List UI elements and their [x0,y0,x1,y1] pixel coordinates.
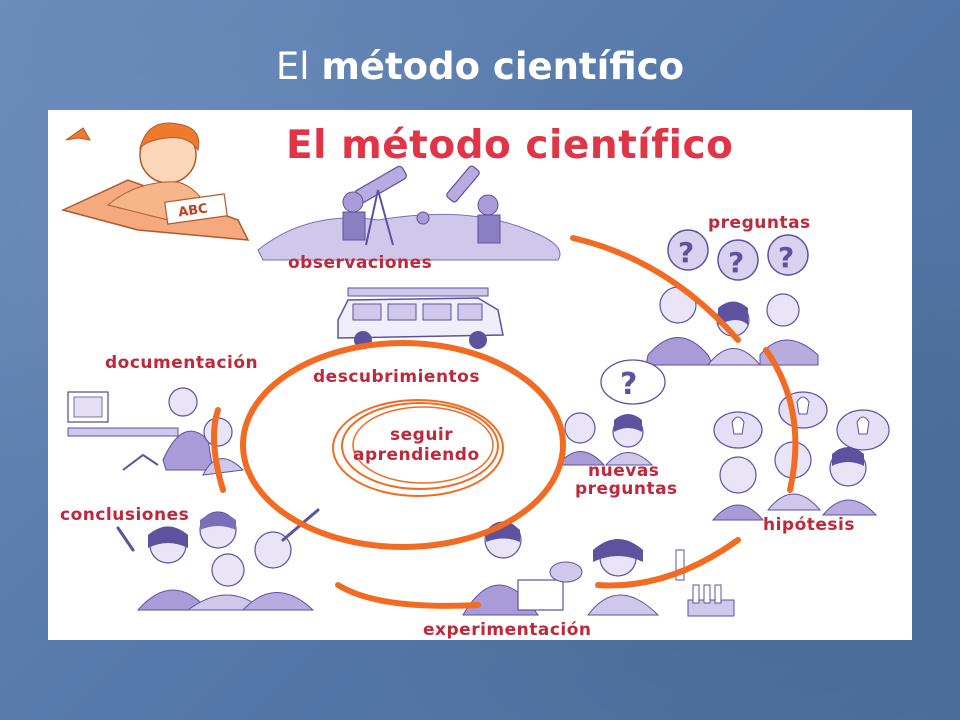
label-seguir: seguir [390,425,453,445]
label-nuevas: nuevas [588,461,659,481]
slide-title-bold: método científico [321,45,685,88]
svg-text:?: ? [728,246,744,279]
question-kids-icon: ? ? ? [645,229,819,366]
celebrating-group-icon [116,508,320,611]
label-documentacion: documentación [105,353,258,373]
diagram-panel: ABC ? ? ? [48,110,912,640]
label-preguntas-inner: preguntas [575,479,678,499]
van-icon [337,287,504,349]
svg-text:?: ? [678,236,694,269]
computer-desk-icon [67,387,245,476]
slide-title-plain: El [275,45,310,88]
outer-ring-arc-left [211,407,226,493]
outer-ring-arc-bottom [335,582,481,609]
lab-experiment-icon [462,521,735,617]
svg-text:?: ? [620,367,637,402]
telescope-kids-icon [257,165,561,261]
child-reading-icon: ABC [60,122,250,241]
label-descubrimientos: descubrimientos [313,367,480,387]
label-preguntas: preguntas [708,213,811,233]
outer-ring-arc-top-right [570,235,741,343]
center-swirl-inner [352,406,494,484]
diagram-title: El método científico [286,123,733,168]
label-aprendiendo: aprendiendo [353,445,480,465]
slide-title: El método científico [0,44,960,90]
outer-ring-arc-right [763,347,799,493]
scientific-method-diagram: ABC ? ? ? [60,122,890,640]
label-experimentacion: experimentación [423,620,592,640]
svg-text:?: ? [778,241,794,274]
inner-ring [240,340,566,550]
center-swirl-mid [341,402,499,490]
label-hipotesis: hipótesis [763,515,855,535]
center-swirl-outer [332,399,504,497]
svg-text:ABC: ABC [177,201,208,220]
label-conclusiones: conclusiones [60,505,189,525]
kids-question-icon: ? [556,359,666,466]
outer-ring-arc-bottom-right [595,537,741,589]
label-observaciones: observaciones [288,253,432,273]
lightbulb-kids-icon [711,391,890,521]
